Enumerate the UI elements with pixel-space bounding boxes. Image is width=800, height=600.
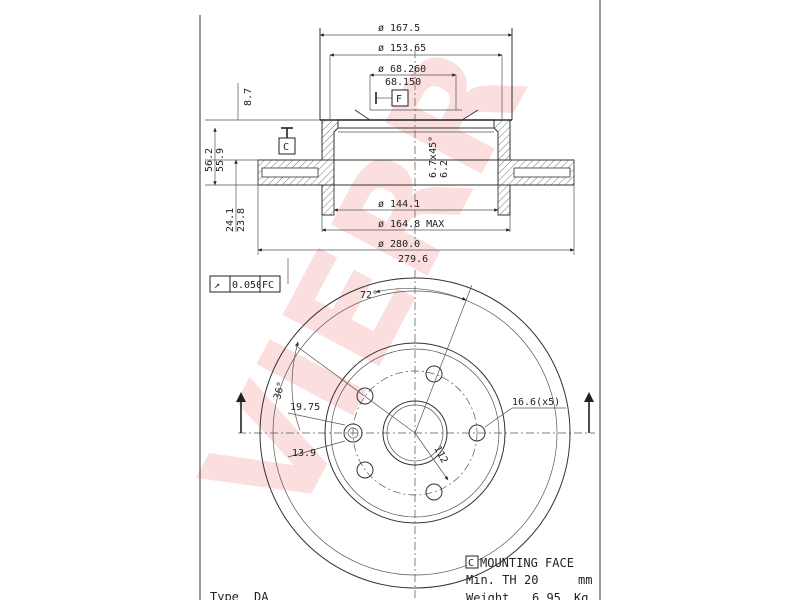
runout-value: 0.050 <box>232 280 262 291</box>
datum-c-box <box>278 137 296 155</box>
dim-d-outer: ø 280.0 <box>378 239 420 250</box>
bolt-hole <box>425 483 443 501</box>
datum-f-box <box>391 89 409 107</box>
weight-label: Weight <box>466 591 509 600</box>
dim-d-outer-hat: ø 167.5 <box>378 23 420 34</box>
hub-chamfer-right <box>461 109 479 121</box>
leader-36 <box>294 344 416 434</box>
runout-symbol: ↗ <box>214 280 220 291</box>
leader-19 <box>287 412 346 426</box>
weight-value: 6.95 <box>532 591 561 600</box>
mounting-face-label: MOUNTING FACE <box>480 556 574 570</box>
dim-hole-circle: 19.75 <box>290 402 320 413</box>
mounting-face-box-label: C <box>468 558 474 569</box>
runout-datum-box <box>259 275 281 293</box>
center-bore <box>382 400 448 466</box>
dim-thickness-b: 23.8 <box>236 208 247 232</box>
datum-f-label: F <box>396 94 402 105</box>
dim-chamfer-b: 6.2 <box>439 160 450 178</box>
hub-chamfer-left <box>354 109 371 121</box>
leader-13 <box>287 440 346 458</box>
dim-bolt-holes: 16.6(x5) <box>512 397 560 408</box>
notes-block: C MOUNTING FACE Min. TH 20 mm Weight 6.9… <box>210 555 592 600</box>
section-hatch-left <box>257 119 339 216</box>
min-th-value: 20 <box>524 573 538 587</box>
dim-hat-depth: 8.7 <box>243 88 254 106</box>
front-view: 72° 36° 19.75 13.9 112 16.6(x5) <box>236 270 595 600</box>
runout-datum: FC <box>262 280 274 291</box>
hat-outer-circle <box>324 342 506 524</box>
dim-angle-top: 72° <box>360 290 378 301</box>
leader-112 <box>414 432 449 481</box>
locating-hole <box>343 423 363 443</box>
weight-unit: Kg <box>574 591 588 600</box>
dim-d-inner-hat: ø 153.65 <box>378 43 426 54</box>
hat-inner-circle <box>330 348 500 518</box>
dim-d-center-min: 68.150 <box>385 77 421 88</box>
min-th-unit: mm <box>578 573 592 587</box>
dim-thickness-a: 24.1 <box>225 208 236 232</box>
pcd-circle <box>352 370 478 496</box>
section-arrow-left-icon <box>236 392 246 402</box>
dim-pcd: 112 <box>431 444 449 465</box>
arc-36 <box>291 341 301 431</box>
leader-16 <box>484 407 513 428</box>
dim-d-center-max: ø 68.260 <box>378 64 426 75</box>
type-value: DA <box>254 590 269 600</box>
section-arrow-right-icon <box>584 392 594 402</box>
locating-hole-inner <box>347 427 359 439</box>
dim-d-outer-min: 279.6 <box>398 254 428 265</box>
dim-hole-size: 13.9 <box>292 448 316 459</box>
min-th-label: Min. TH <box>466 573 517 587</box>
center-bore-chamfer <box>386 404 444 462</box>
vent-slot-left <box>261 167 319 178</box>
arc-72 <box>375 288 467 301</box>
bolt-hole <box>425 365 443 383</box>
datum-c-label: C <box>283 142 289 153</box>
mounting-face-box <box>465 555 479 569</box>
bolt-hole <box>468 424 486 442</box>
type-label: Type <box>210 590 239 600</box>
disc-outer-circle <box>259 277 571 589</box>
dim-chamfer: 6.7x45° <box>428 136 439 178</box>
vent-slot-right <box>513 167 571 178</box>
dim-angle-left: 36° <box>272 380 287 400</box>
bolt-hole <box>356 461 374 479</box>
dim-d-vent-inner: ø 144.1 <box>378 199 420 210</box>
bolt-hole <box>356 387 374 405</box>
leader-72 <box>414 284 473 434</box>
dim-d-vent-max: ø 164.8 MAX <box>378 219 444 230</box>
section-view: ø 167.5 ø 153.65 ø 68.260 68.150 F 8.7 5… <box>204 23 575 293</box>
